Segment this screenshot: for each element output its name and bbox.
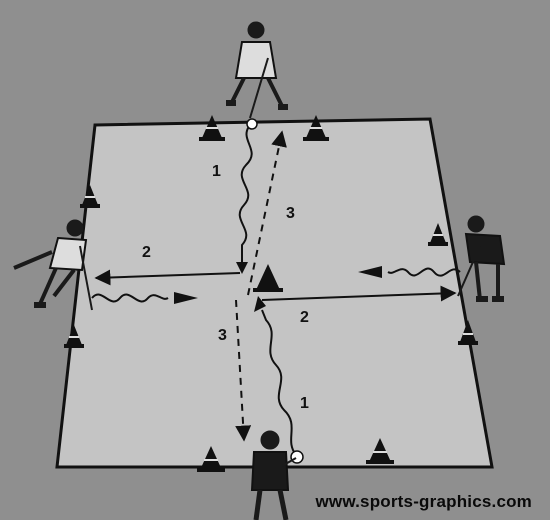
label-run-bottom: 3 bbox=[218, 327, 227, 344]
label-pass-left: 2 bbox=[142, 244, 151, 261]
label-dribble-top: 1 bbox=[212, 163, 221, 180]
label-run-top: 3 bbox=[286, 205, 295, 222]
credit-watermark: www.sports-graphics.com bbox=[315, 492, 532, 512]
ball-bottom bbox=[291, 451, 303, 463]
label-dribble-bottom: 1 bbox=[300, 395, 309, 412]
player-top bbox=[226, 22, 288, 118]
label-pass-right: 2 bbox=[300, 309, 309, 326]
player-right bbox=[458, 216, 504, 302]
ball-top bbox=[247, 119, 257, 129]
field-area bbox=[57, 119, 492, 467]
